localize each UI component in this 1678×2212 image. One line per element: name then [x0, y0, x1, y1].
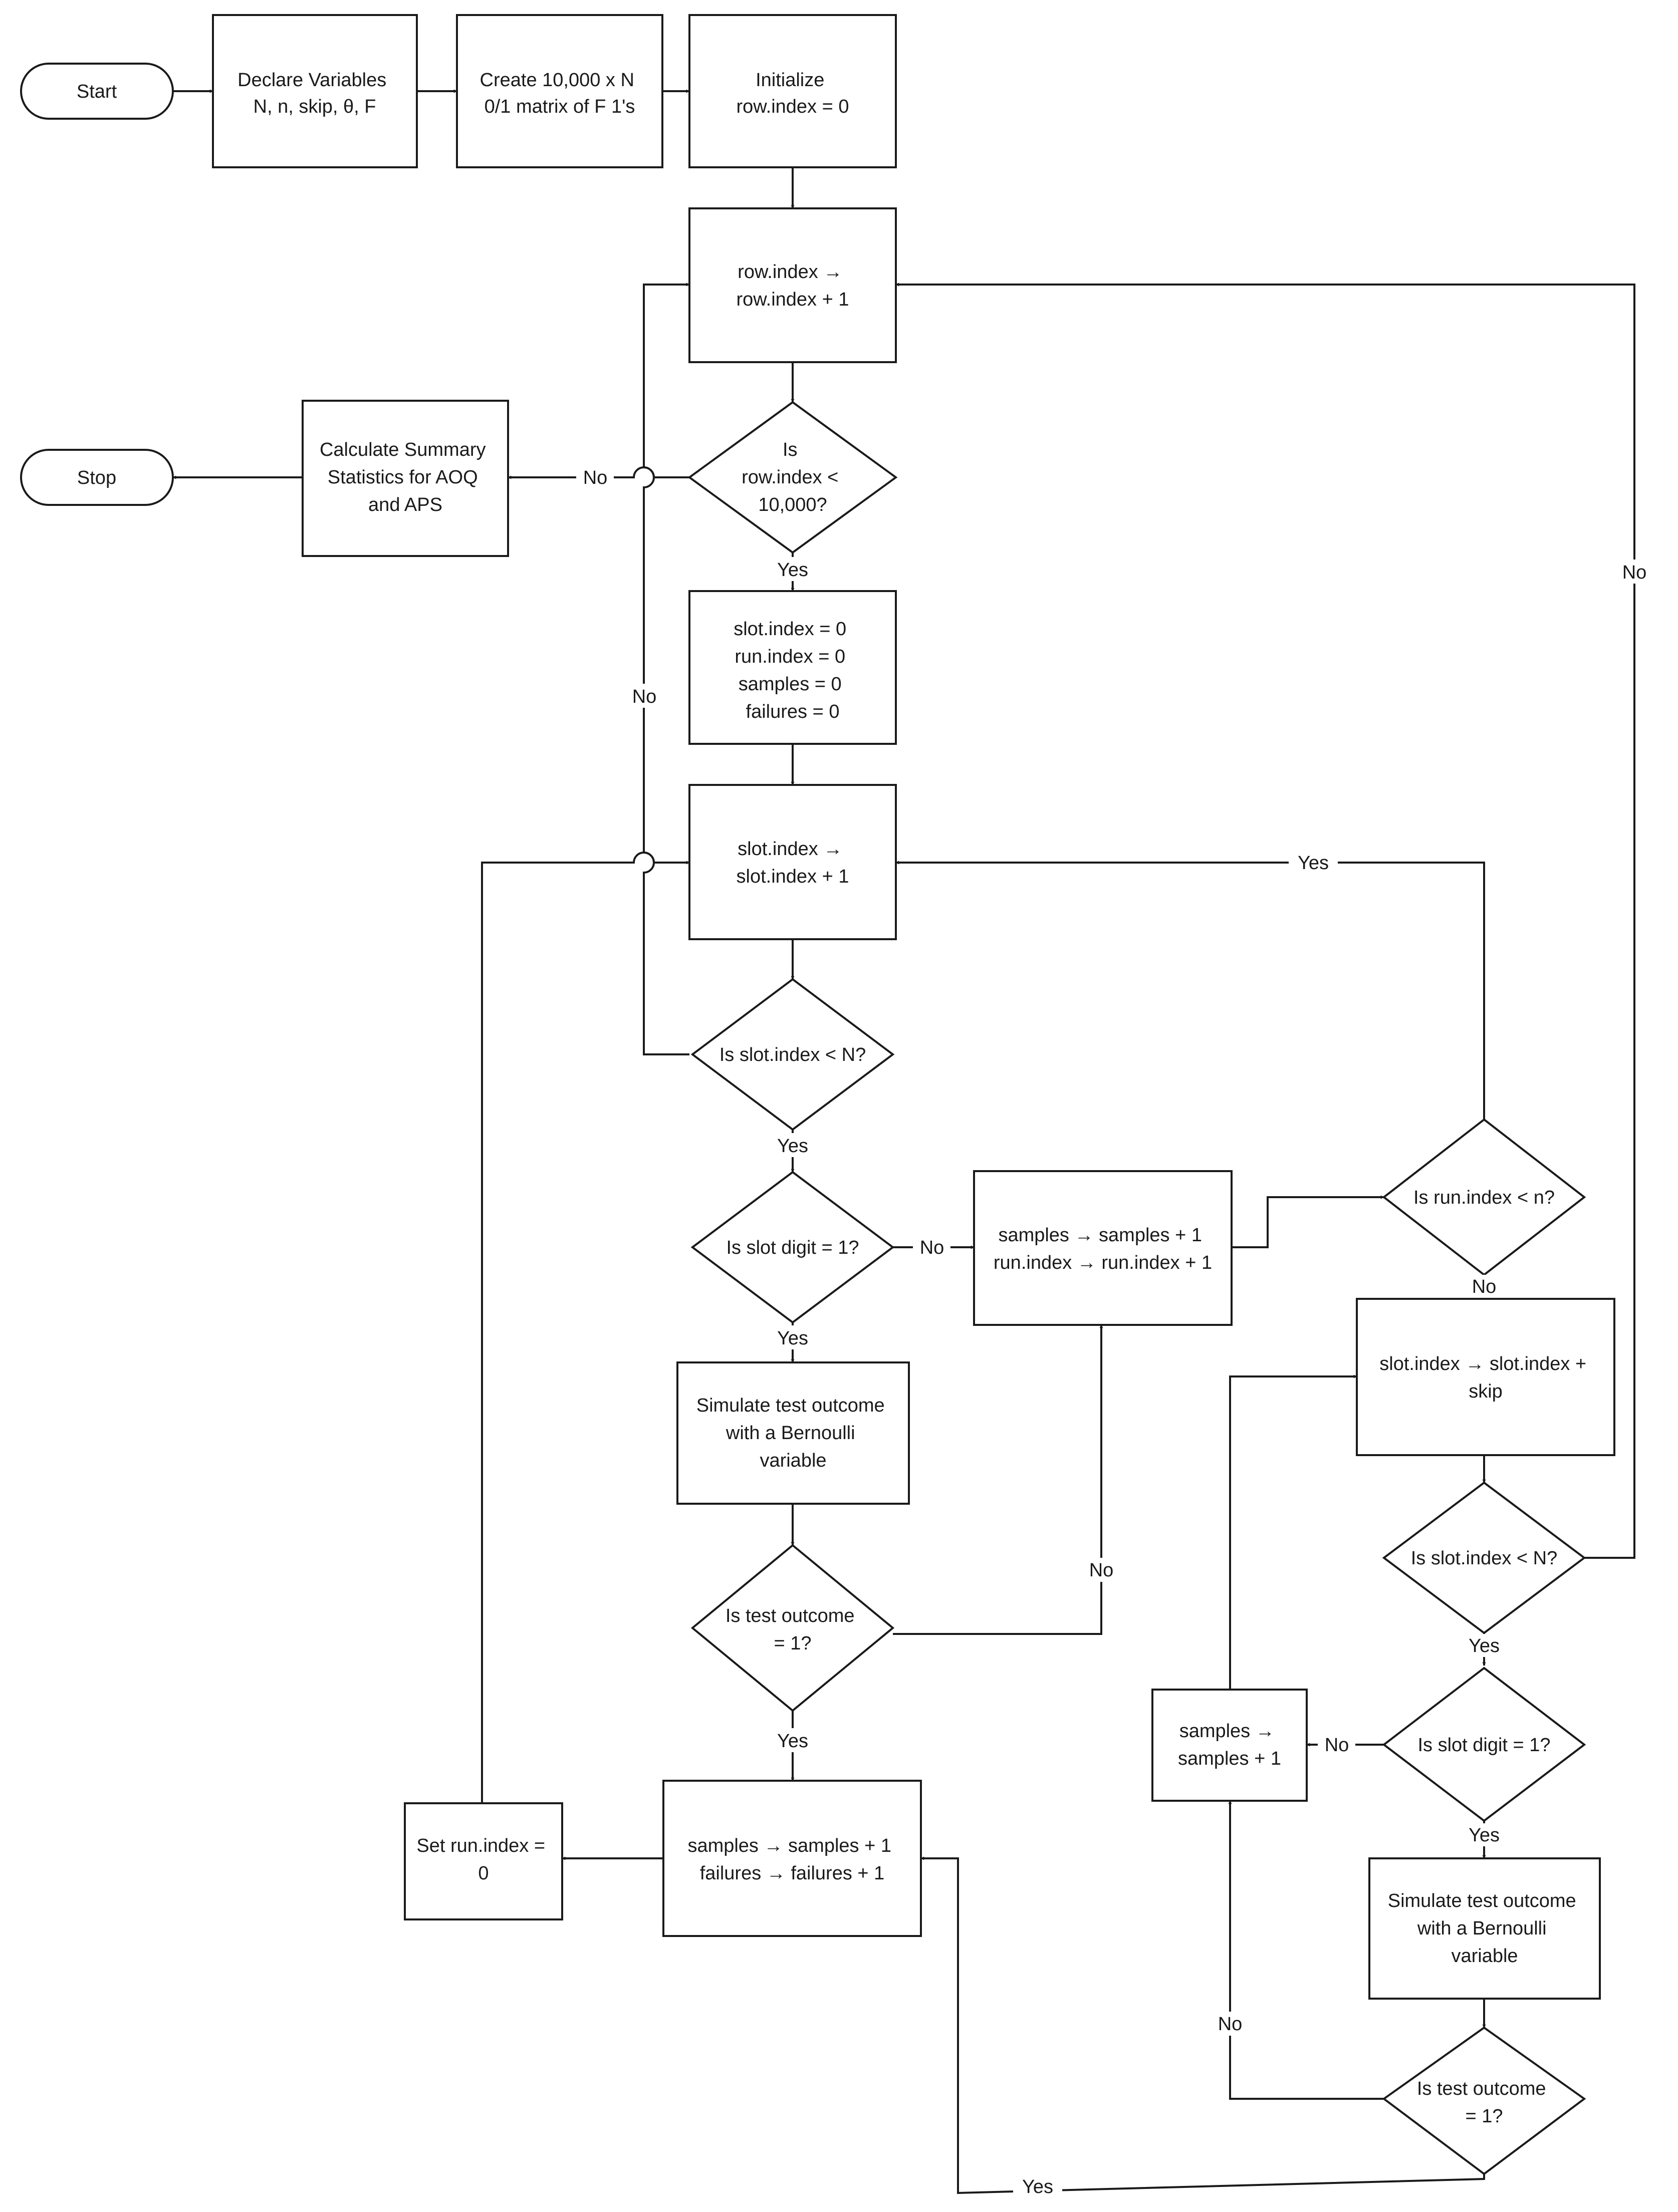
outcome-check2-diamond	[1382, 2026, 1586, 2175]
simulate2-box	[1368, 1857, 1601, 2000]
outcome-check-diamond	[690, 1544, 895, 1712]
edge-label-digit2-no: No	[1325, 1735, 1349, 1756]
edge-label-slot-yes: Yes	[777, 1136, 808, 1157]
edge-label-outcome2-yes: Yes	[1022, 2176, 1053, 2197]
start-label: Start	[77, 81, 117, 102]
edge-slotcheck2-rowincr	[895, 283, 1635, 1559]
row-check-text: Is row.index < 10,000?	[742, 439, 844, 515]
declare-variables-box	[212, 14, 418, 168]
edge-slotcheck-rowincr	[643, 283, 690, 1055]
reset-counters-box	[688, 590, 897, 745]
edge-label-digit2-yes: Yes	[1469, 1825, 1500, 1846]
set-run-index-text: Set run.index = 0	[416, 1835, 550, 1884]
slot-check2-diamond	[1382, 1481, 1586, 1634]
slot-check-diamond	[690, 978, 895, 1131]
samples-failures-box	[662, 1780, 922, 1937]
edge-label-digit-no: No	[920, 1237, 944, 1258]
edge-label-row-yes: Yes	[777, 560, 808, 581]
simulate-box	[676, 1361, 910, 1505]
edge-label-digit-yes: Yes	[777, 1328, 808, 1349]
slot-increment-box	[688, 784, 897, 940]
slot-increment-text: slot.index → slot.index + 1	[737, 839, 849, 887]
simulate-text: Simulate test outcome with a Bernoulli v…	[696, 1395, 890, 1471]
edge-outcomecheck2-samplesfail	[920, 1856, 1485, 2194]
initialize-box	[688, 14, 897, 168]
reset-counters-text: slot.index = 0 run.index = 0 samples = 0…	[734, 619, 852, 722]
initialize-text: Initialize row.index = 0	[737, 70, 849, 117]
create-matrix-text: Create 10,000 x N 0/1 matrix of F 1's	[480, 70, 640, 117]
edge-label-outcome-yes: Yes	[777, 1731, 808, 1752]
run-check-text: Is run.index < n?	[1413, 1187, 1555, 1208]
edge-label-outcome-no: No	[1089, 1560, 1114, 1581]
samples-only-text: samples → samples + 1	[1178, 1721, 1281, 1769]
stop-terminator	[20, 449, 174, 506]
samples-run-box	[973, 1170, 1233, 1326]
digit-check2-text: Is slot digit = 1?	[1417, 1735, 1550, 1756]
digit-check-text: Is slot digit = 1?	[726, 1237, 859, 1258]
slot-check2-text: Is slot.index < N?	[1411, 1548, 1558, 1569]
edge-setrun-slotincr	[481, 852, 690, 1803]
edge-runcheck-slotincr	[895, 861, 1485, 1120]
create-matrix-box	[456, 14, 663, 168]
outcome-check2-text: Is test outcome = 1?	[1417, 2078, 1551, 2127]
row-check-diamond	[687, 401, 898, 554]
summary-statistics-box	[302, 400, 509, 557]
skip-increment-text: slot.index → slot.index + skip	[1379, 1353, 1592, 1402]
row-increment-box	[688, 207, 897, 363]
outcome-check-text: Is test outcome = 1?	[726, 1605, 860, 1654]
edge-label-run-yes: Yes	[1298, 853, 1329, 874]
digit-check2-diamond	[1382, 1667, 1586, 1822]
nodes: Start Declare Variables N, n, skip, θ, F…	[20, 14, 1615, 2175]
edge-label-run-no: No	[1472, 1276, 1497, 1297]
edge-label-slot2-yes: Yes	[1469, 1635, 1500, 1656]
declare-variables-text: Declare Variables N, n, skip, θ, F	[237, 70, 392, 117]
edge-label-slot-no: No	[632, 686, 657, 707]
stop-label: Stop	[77, 467, 116, 488]
simulate2-text: Simulate test outcome with a Bernoulli v…	[1388, 1890, 1582, 1967]
row-increment-text: row.index → row.index + 1	[737, 261, 849, 310]
edge-samplesrun-runcheck	[1232, 1195, 1384, 1248]
samples-failures-text: samples → samples + 1 failures → failure…	[687, 1835, 896, 1884]
samples-only-box	[1151, 1689, 1308, 1802]
start-terminator	[20, 63, 174, 120]
edge-labels: No Yes No Yes No Yes No Yes Yes No No Ye…	[576, 465, 1653, 2198]
edge-label-row-no: No	[583, 467, 608, 488]
digit-check-diamond	[690, 1171, 895, 1324]
edge-outcomecheck2-samplesonly	[1228, 1800, 1384, 2100]
edge-samplesonly-skipincr	[1229, 1374, 1357, 1690]
edge-label-outcome2-no: No	[1218, 2014, 1243, 2035]
edge-label-slot2-no: No	[1622, 562, 1647, 583]
summary-statistics-text: Calculate Summary Statistics for AOQ and…	[320, 439, 491, 515]
set-run-index-box	[404, 1802, 563, 1920]
skip-increment-box	[1356, 1298, 1615, 1456]
slot-check-text: Is slot.index < N?	[720, 1044, 866, 1065]
samples-run-text: samples → samples + 1 run.index → run.in…	[994, 1225, 1212, 1273]
edge-outcomecheck-samplesrun	[893, 1324, 1103, 1635]
